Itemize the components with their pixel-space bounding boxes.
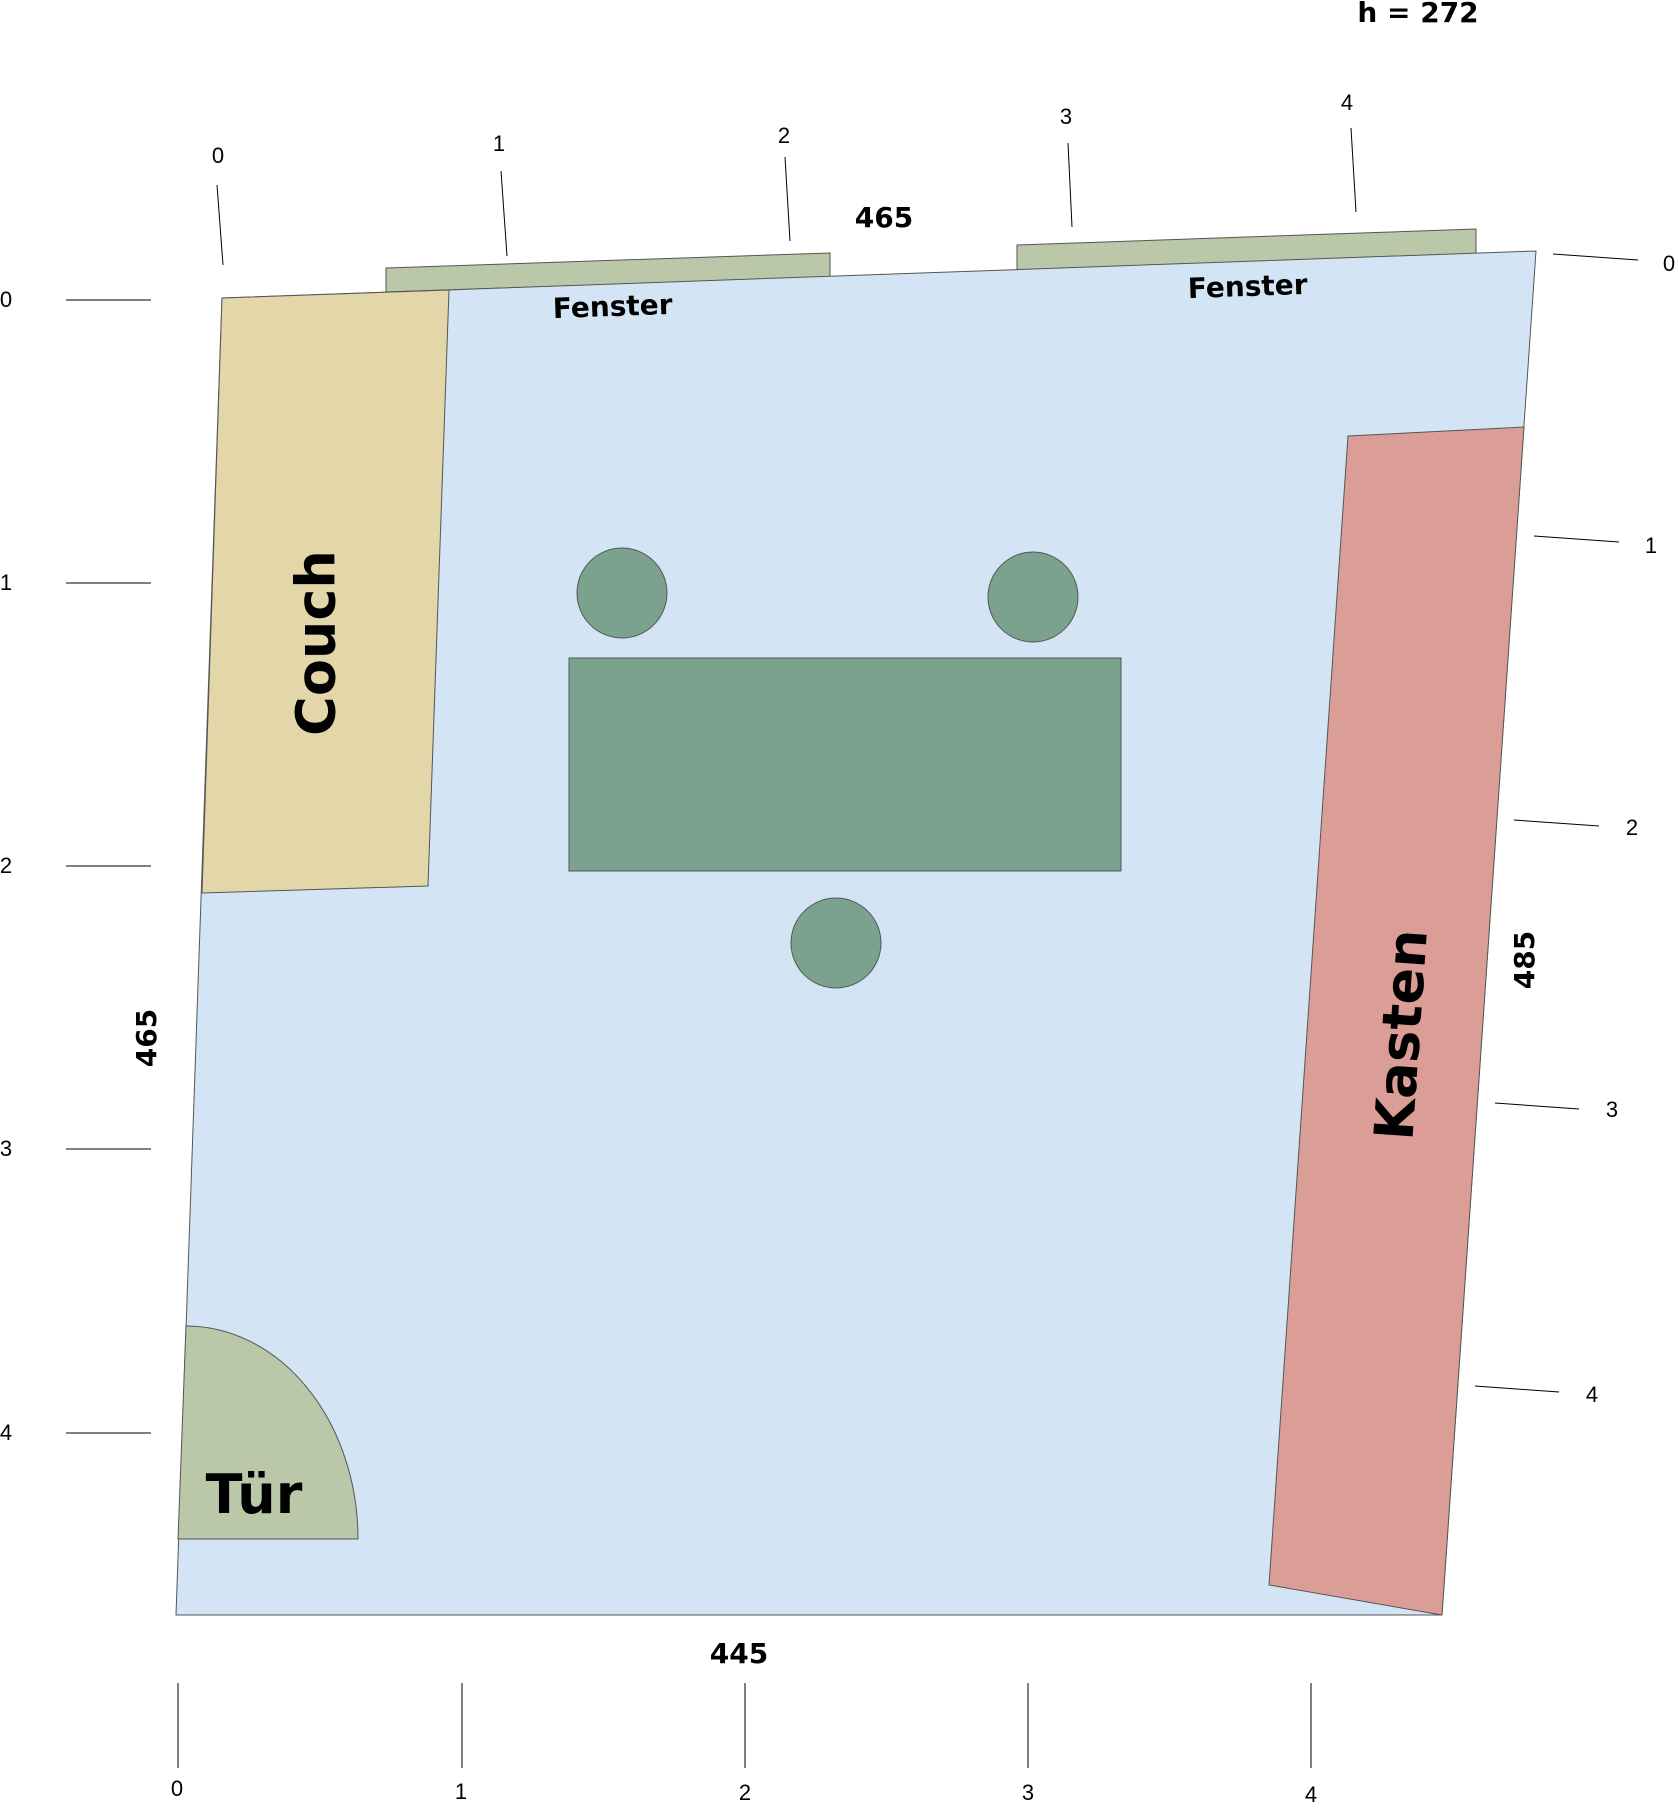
door-swing [177,1325,359,1540]
tick-top-4-line [1350,127,1357,213]
tick-top-2-line [784,156,791,242]
dining-table [568,657,1122,872]
tick-right-1-label: 1 [1645,533,1657,558]
tick-right-3-line [1494,1102,1580,1110]
tick-right-0-label: 0 [1663,251,1675,276]
tick-right-4-label: 4 [1586,1382,1598,1407]
tick-right-2-line [1513,819,1600,827]
tick-right-4-line [1474,1385,1560,1393]
tick-left-2-label: 2 [0,853,12,878]
tick-left-1-label: 1 [0,570,12,595]
tick-right-1-line [1533,535,1620,543]
chair-top-left [576,547,668,639]
tick-bottom-0-label: 0 [171,1776,183,1801]
tick-top-3-label: 3 [1060,104,1072,129]
tick-top-4-label: 4 [1341,90,1353,115]
tick-top-0-line [216,184,224,266]
tick-right-0-line [1552,253,1639,261]
tick-right-2-label: 2 [1626,815,1638,840]
tick-bottom-2-label: 2 [739,1780,751,1805]
door-label: Tür [206,1463,303,1526]
tick-top-2-label: 2 [778,123,790,148]
dimension-bottom: 445 [710,1637,768,1670]
cabinet-label: Kasten [1362,927,1440,1142]
dimension-left: 465 [130,1009,163,1067]
couch-label: Couch [285,550,348,736]
tick-left-3-label: 3 [0,1136,12,1161]
height-label: h = 272 [1357,0,1478,29]
tick-left-0-label: 0 [0,287,12,312]
couch [201,289,450,894]
dimension-right: 485 [1508,931,1541,989]
tick-top-1-line [500,170,508,257]
tick-bottom-4-label: 4 [1305,1782,1317,1807]
tick-left-4-label: 4 [0,1420,12,1445]
tick-right-3-label: 3 [1606,1097,1618,1122]
window-right-label: Fenster [1187,268,1308,305]
tick-top-1-label: 1 [493,131,505,156]
chair-bottom [790,897,882,989]
window-left-label: Fenster [552,288,673,325]
tick-top-3-line [1067,142,1073,228]
dimension-top: 465 [855,201,913,234]
chair-top-right [987,551,1079,643]
tick-bottom-3-label: 3 [1022,1780,1034,1805]
tick-bottom-1-label: 1 [455,1779,467,1804]
cabinet [1268,426,1525,1616]
tick-top-0-label: 0 [212,143,224,168]
